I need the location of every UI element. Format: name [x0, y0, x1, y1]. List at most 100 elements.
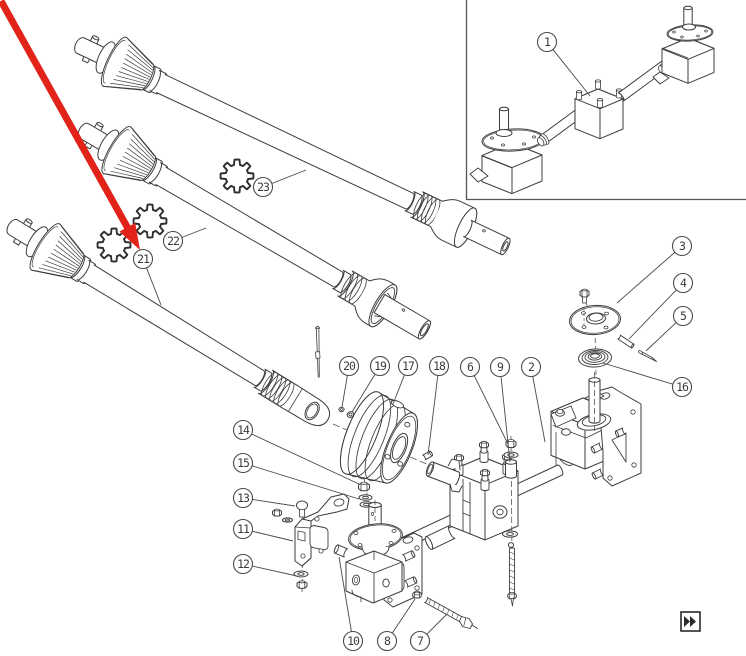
callout-circle[interactable]	[342, 630, 364, 652]
callout-circle[interactable]	[252, 176, 274, 198]
callout-number: 22	[167, 234, 179, 248]
callout-6[interactable]: 6	[459, 356, 509, 445]
leader-line	[251, 465, 360, 500]
callout-7[interactable]: 7	[409, 613, 448, 652]
left-gearbox-assembly	[333, 476, 423, 608]
callout-circle[interactable]	[232, 452, 254, 474]
callout-circle[interactable]	[376, 630, 398, 652]
callout-circle[interactable]	[520, 356, 542, 378]
callout-circle[interactable]	[672, 305, 694, 327]
callout-15[interactable]: 15	[232, 452, 360, 500]
callout-circle[interactable]	[369, 355, 391, 377]
callout-number: 17	[402, 359, 415, 373]
callout-circle[interactable]	[162, 230, 184, 252]
callout-19[interactable]: 19	[351, 355, 391, 413]
callout-number: 12	[237, 557, 249, 571]
leader-line	[252, 565, 298, 577]
callout-circle[interactable]	[132, 248, 154, 270]
callout-number: 10	[347, 634, 360, 648]
leader-line	[351, 373, 376, 413]
callout-1[interactable]: 1	[536, 31, 591, 97]
leader-line	[426, 613, 448, 635]
callout-number: 11	[237, 522, 250, 536]
callout-20[interactable]: 20	[338, 355, 360, 408]
callout-number: 6	[467, 360, 474, 374]
callout-circle[interactable]	[671, 235, 693, 257]
callout-number: 8	[384, 634, 391, 648]
callout-number: 23	[257, 180, 270, 194]
callout-11[interactable]: 11	[232, 518, 294, 542]
callout-number: 16	[676, 380, 689, 394]
callout-number: 21	[137, 252, 150, 266]
callout-circle[interactable]	[397, 355, 419, 377]
callout-10[interactable]: 10	[338, 556, 364, 652]
callout-2[interactable]: 2	[520, 356, 546, 443]
small-hardware	[338, 406, 433, 461]
inset-center-gearbox	[574, 88, 624, 140]
callout-5[interactable]: 5	[645, 305, 694, 352]
callout-number: 20	[343, 359, 356, 373]
inset-assembled-view	[465, 0, 746, 201]
callout-3[interactable]: 3	[616, 235, 693, 304]
grease-symbol-layer	[96, 158, 255, 263]
leader-line	[251, 433, 360, 485]
leader-line	[500, 376, 511, 463]
callout-number: 18	[433, 359, 446, 373]
right-gearbox-assembly	[550, 372, 642, 487]
leader-line	[532, 376, 546, 443]
callout-number: 1	[544, 35, 551, 49]
callout-21[interactable]: 21	[132, 248, 162, 306]
callout-circle[interactable]	[232, 553, 254, 575]
callout-number: 2	[528, 360, 534, 374]
callout-circle[interactable]	[338, 355, 360, 377]
callout-circle[interactable]	[459, 356, 481, 378]
callout-18[interactable]: 18	[427, 355, 450, 456]
callout-number: 7	[417, 634, 424, 648]
callout-number: 5	[680, 309, 686, 323]
callout-17[interactable]: 17	[392, 355, 419, 405]
callout-circle[interactable]	[232, 518, 254, 540]
callout-13[interactable]: 13	[232, 487, 296, 509]
next-page-button[interactable]	[680, 611, 701, 632]
grease-symbol-22	[132, 203, 168, 239]
callout-23[interactable]: 23	[252, 169, 307, 198]
callout-circle[interactable]	[232, 419, 254, 441]
callout-16[interactable]: 16	[602, 362, 693, 398]
leader-line	[271, 169, 307, 184]
callout-circle[interactable]	[489, 356, 511, 378]
red-arrow-shaft	[0, 0, 133, 233]
callout-circle[interactable]	[672, 272, 694, 294]
callout-12[interactable]: 12	[232, 553, 298, 577]
mounting-bracket	[272, 493, 350, 593]
bolt-and-nut	[412, 590, 478, 629]
red-arrow-head	[119, 222, 140, 250]
leader-line	[252, 530, 294, 542]
callout-8[interactable]: 8	[376, 598, 416, 652]
fast-forward-icon	[684, 616, 696, 627]
guard-drum	[339, 391, 418, 484]
pointer-arrow-layer	[0, 0, 140, 250]
callout-9[interactable]: 9	[489, 356, 511, 463]
inset-right-gearbox	[661, 37, 715, 84]
pto-shaft-23	[74, 35, 511, 256]
pto-shaft-22	[77, 121, 431, 340]
callout-number: 14	[237, 423, 250, 437]
callout-number: 13	[237, 491, 250, 505]
leader-line	[645, 322, 677, 352]
leader-line	[602, 362, 674, 385]
callout-circle[interactable]	[409, 630, 431, 652]
callout-circle[interactable]	[428, 355, 450, 377]
leader-line	[427, 375, 439, 456]
leader-line	[616, 251, 676, 304]
leader-line	[252, 498, 296, 507]
callout-14[interactable]: 14	[232, 419, 360, 485]
callout-number: 9	[497, 360, 504, 374]
callout-4[interactable]: 4	[628, 272, 694, 340]
callout-circle[interactable]	[671, 376, 693, 398]
callout-22[interactable]: 22	[162, 227, 207, 252]
callout-circle[interactable]	[536, 31, 558, 53]
callout-number: 4	[680, 276, 687, 290]
callout-number: 3	[679, 239, 686, 253]
callout-circle[interactable]	[232, 487, 254, 509]
